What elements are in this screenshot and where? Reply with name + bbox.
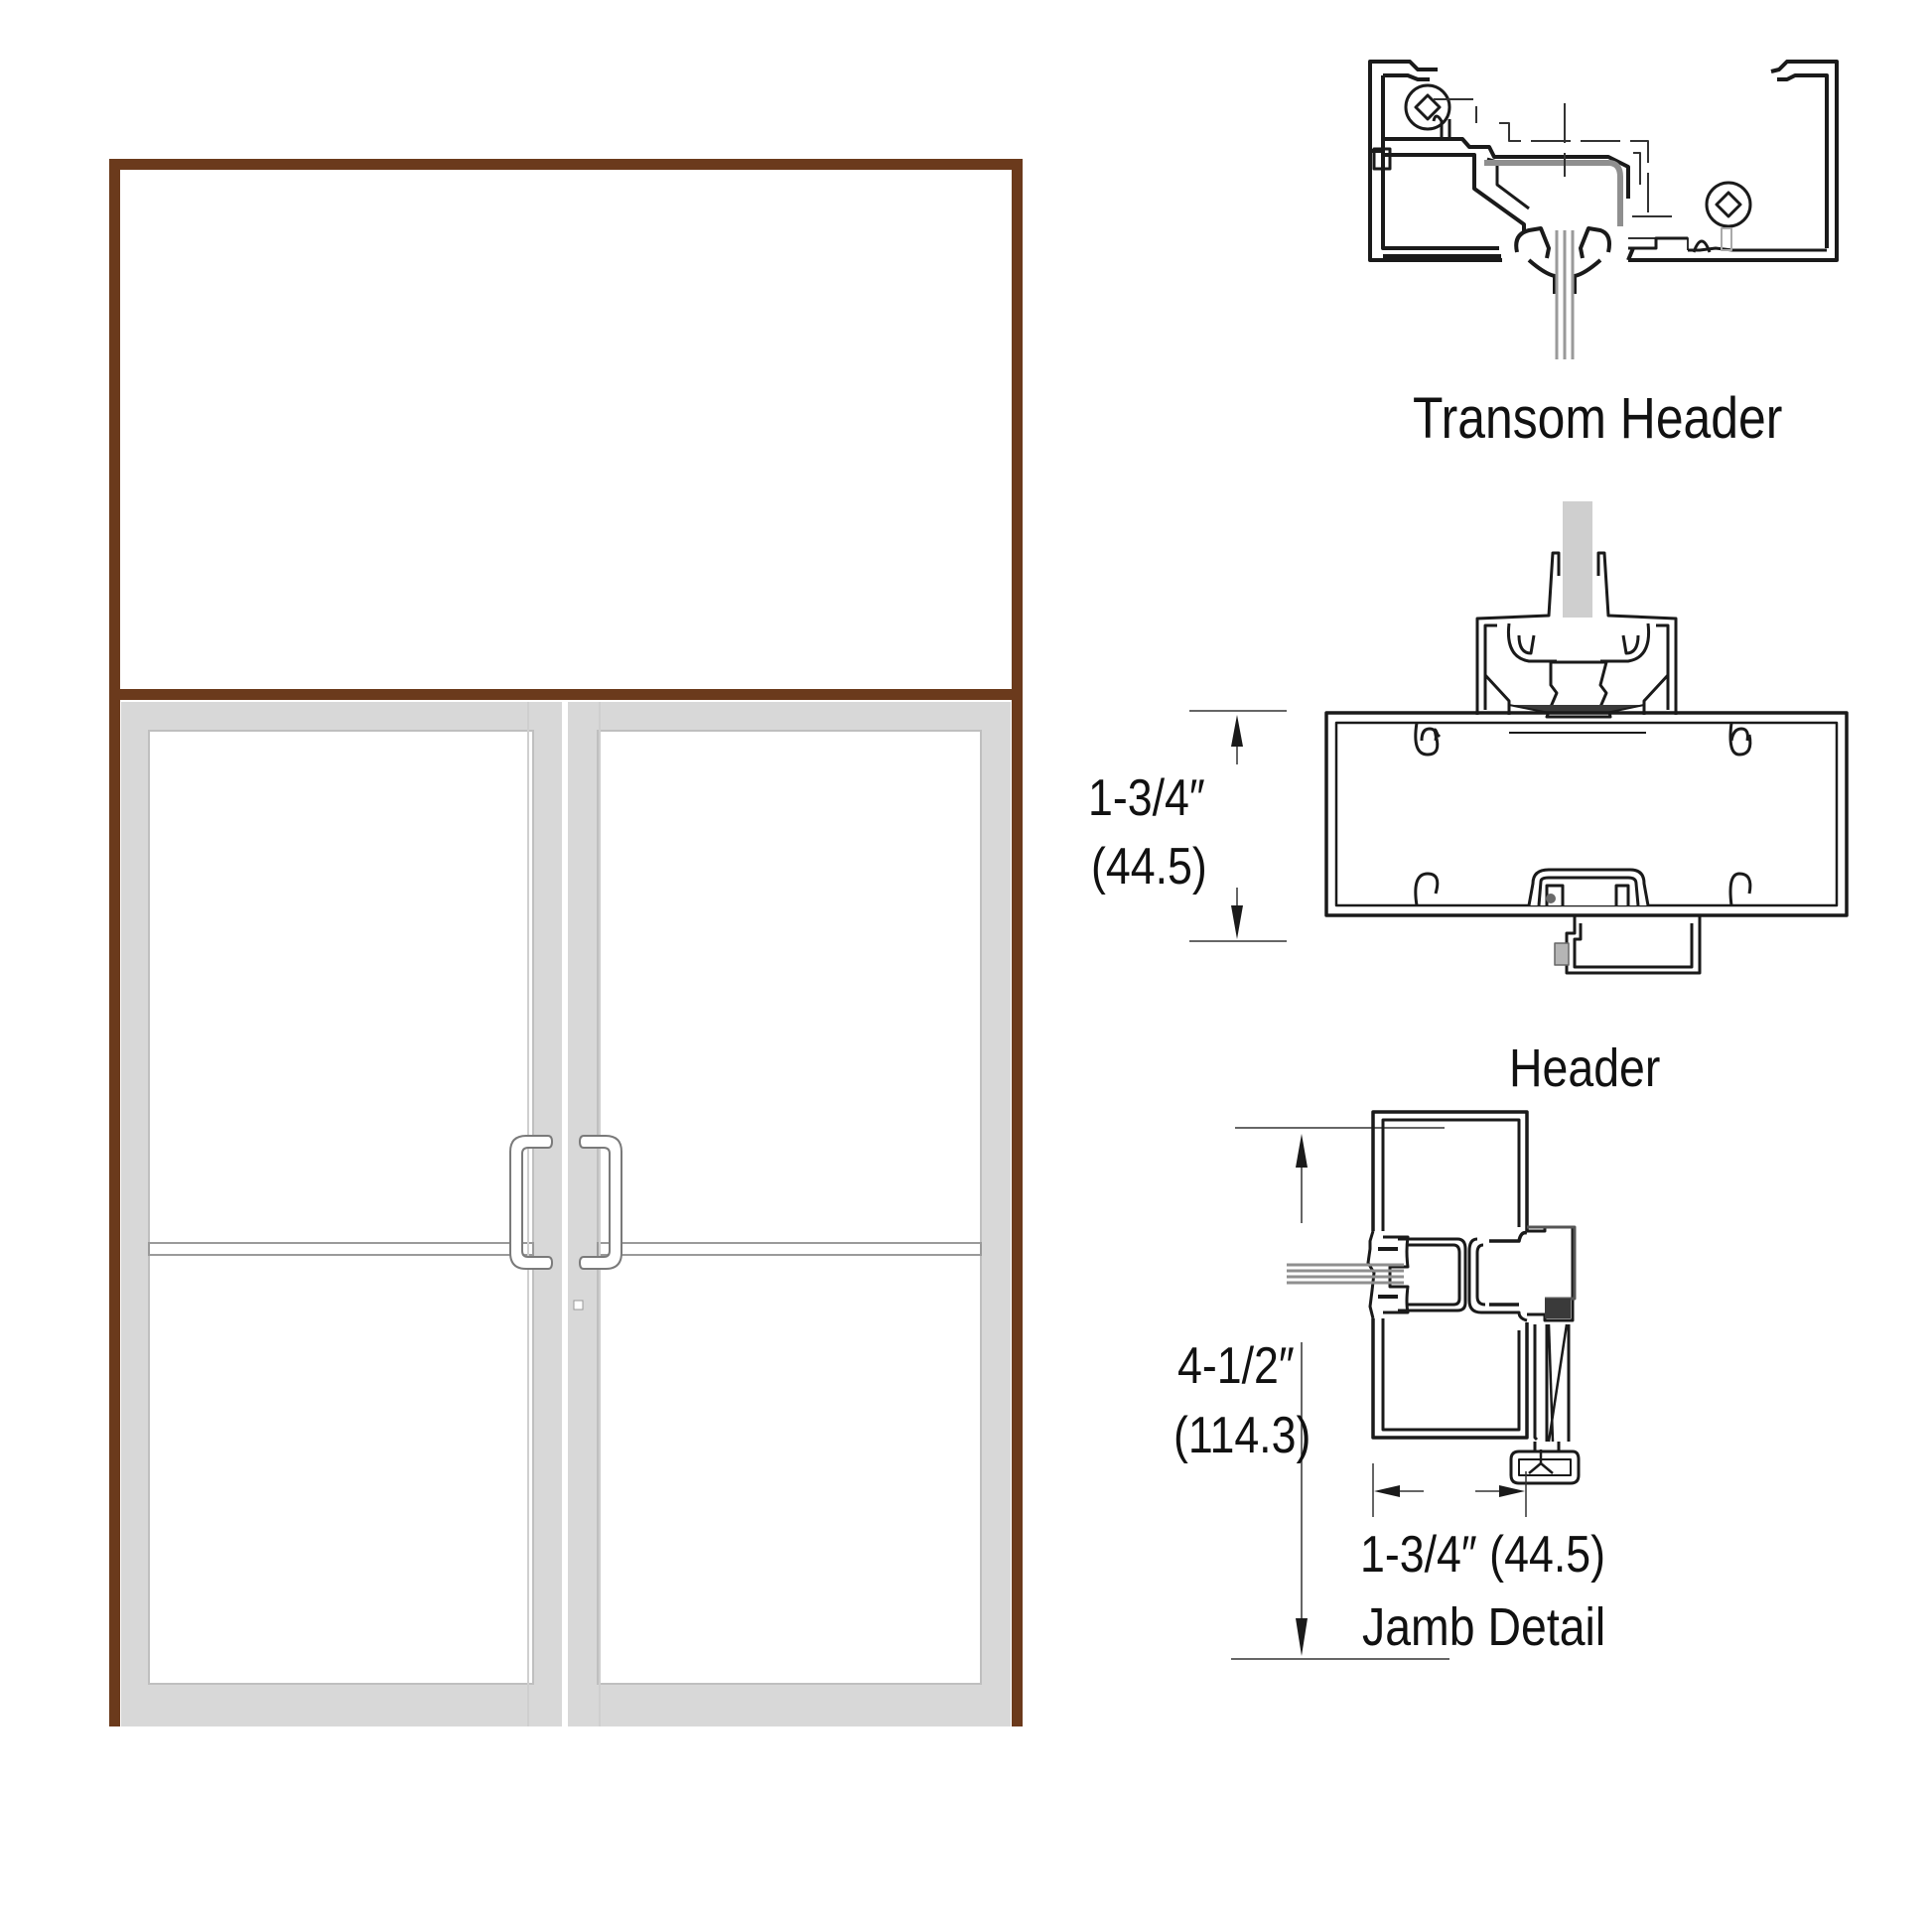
door-elevation xyxy=(109,159,1023,1726)
right-pull-handle xyxy=(578,1135,622,1270)
header-dim-imperial: 1-3/4″ xyxy=(1088,769,1205,827)
lock-cylinder xyxy=(573,1300,584,1311)
jamb-width-dimension: 1-3/4″ (44.5) xyxy=(1360,1526,1606,1584)
transom-glass xyxy=(120,170,1012,689)
right-door-leaf xyxy=(567,702,1011,1726)
jamb-depth-imperial: 4-1/2″ xyxy=(1177,1337,1295,1395)
transom-header-title: Transom Header xyxy=(1413,386,1783,451)
jamb-detail-title: Jamb Detail xyxy=(1362,1597,1606,1657)
header-title: Header xyxy=(1509,1038,1661,1098)
left-door-leaf xyxy=(121,702,563,1726)
left-pull-handle xyxy=(509,1135,554,1270)
meeting-stile-gap xyxy=(562,702,568,1726)
jamb-depth-metric: (114.3) xyxy=(1173,1407,1311,1464)
jamb-detail xyxy=(1231,1110,1581,1660)
transom-header-detail xyxy=(1368,60,1839,359)
header-detail xyxy=(1189,501,1849,975)
header-dim-metric: (44.5) xyxy=(1091,838,1207,896)
